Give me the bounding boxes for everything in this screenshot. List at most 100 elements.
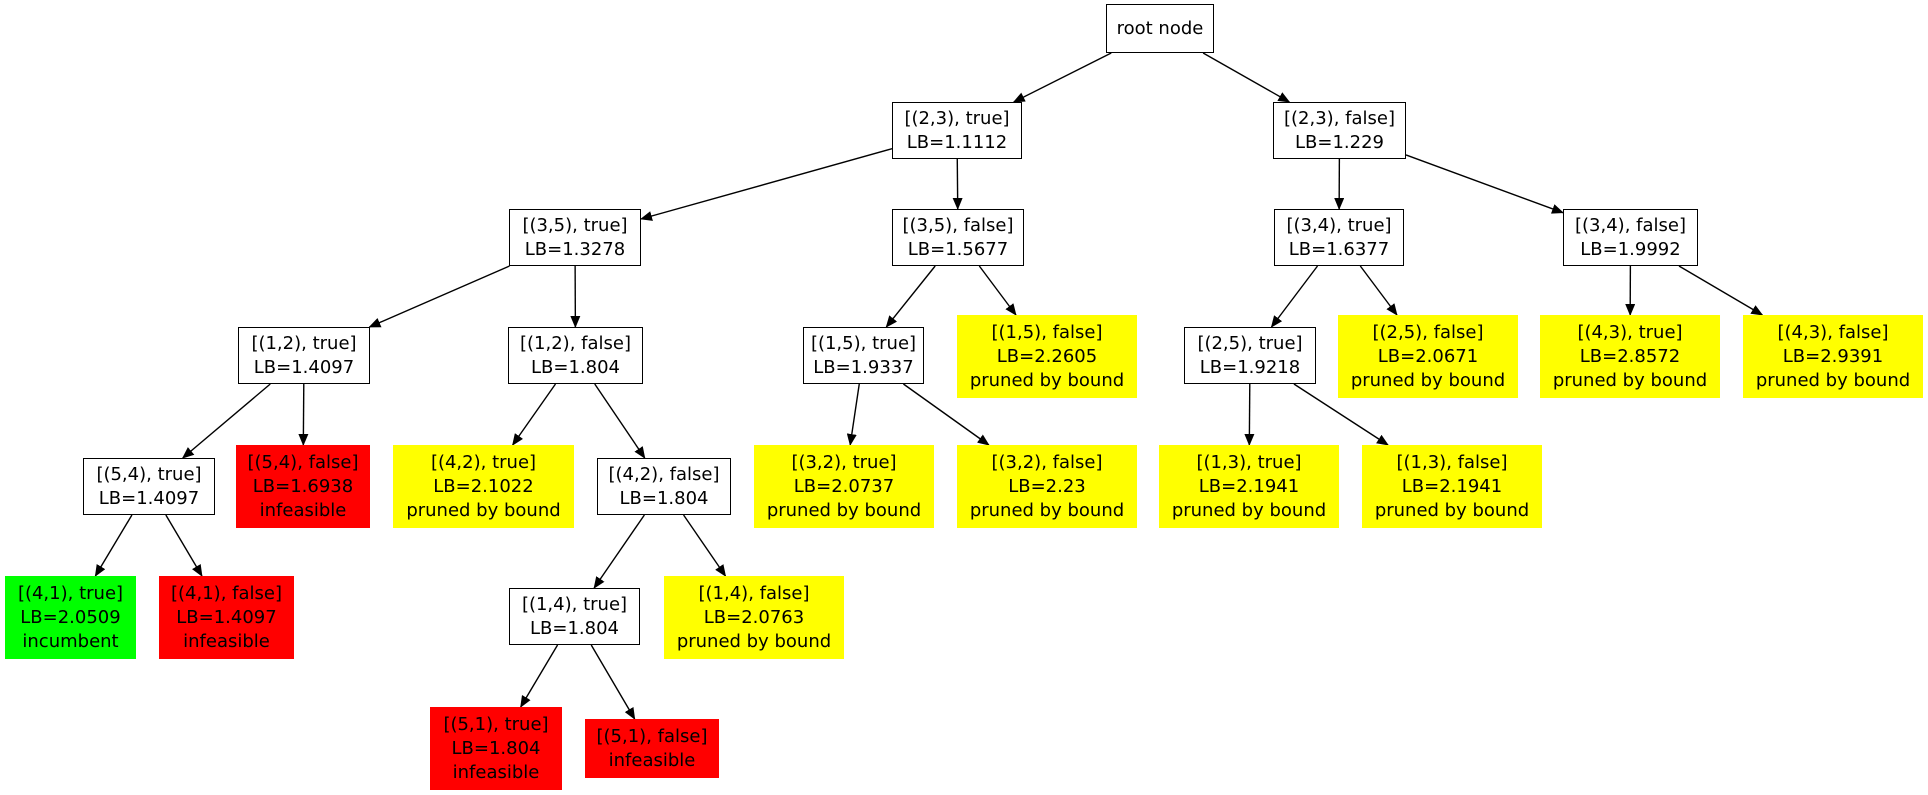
tree-edge-n15-n24 — [165, 514, 203, 577]
node-status: pruned by bound — [1552, 369, 1708, 391]
tree-edge-n7-n15 — [181, 383, 271, 459]
node-decision: [(3,2), false] — [991, 451, 1103, 473]
tree-edge-root-n2 — [1202, 52, 1291, 103]
node-bound: LB=1.1112 — [906, 131, 1008, 153]
tree-node: [(1,3), true] LB=2.1941 pruned by bound — [1159, 445, 1339, 528]
tree-node: [(1,4), false] LB=2.0763 pruned by bound — [664, 576, 844, 659]
node-decision: [(5,4), false] — [247, 451, 359, 473]
node-bound: LB=2.2605 — [996, 345, 1098, 367]
node-bound: LB=2.0509 — [20, 606, 121, 628]
node-decision: [(1,4), false] — [698, 582, 810, 604]
tree-edge-n11-n22 — [1293, 383, 1389, 446]
node-bound: LB=2.0671 — [1377, 345, 1479, 367]
tree-node: [(4,2), true] LB=2.1022 pruned by bound — [393, 445, 574, 528]
node-bound: LB=1.804 — [619, 487, 709, 509]
tree-edge-n8-n18 — [594, 383, 646, 459]
tree-edge-n5-n11 — [1270, 265, 1319, 328]
tree-edge-n5-n12 — [1359, 265, 1398, 316]
node-bound: LB=1.6938 — [252, 475, 354, 497]
node-label: root node — [1116, 17, 1204, 39]
tree-edge-n6-n14 — [1678, 265, 1764, 316]
node-bound: LB=2.1941 — [1198, 475, 1300, 497]
tree-node: [(5,1), false] infeasible — [585, 719, 719, 778]
node-decision: [(2,3), true] — [904, 107, 1010, 129]
node-status: pruned by bound — [1171, 499, 1327, 521]
node-decision: [(3,4), true] — [1286, 214, 1392, 236]
tree-edge-n2-n6 — [1405, 154, 1564, 214]
node-decision: [(1,3), true] — [1196, 451, 1302, 473]
node-decision: [(1,2), true] — [251, 332, 357, 354]
node-decision: [(3,5), false] — [902, 214, 1014, 236]
tree-node: [(4,3), false] LB=2.9391 pruned by bound — [1743, 315, 1923, 398]
node-decision: [(2,5), false] — [1372, 321, 1484, 343]
tree-node: [(2,5), true] LB=1.9218 — [1184, 327, 1316, 384]
tree-node: [(1,5), true] LB=1.9337 — [803, 327, 924, 384]
tree-edge-n9-n20 — [903, 383, 990, 446]
tree-node: [(2,5), false] LB=2.0671 pruned by bound — [1338, 315, 1518, 398]
node-bound: LB=1.9992 — [1580, 238, 1681, 260]
tree-node: [(3,2), false] LB=2.23 pruned by bound — [957, 445, 1137, 528]
node-decision: [(1,4), true] — [521, 593, 628, 615]
node-bound: LB=1.4097 — [253, 356, 355, 378]
tree-edge-n4-n9 — [885, 265, 936, 328]
node-decision: [(1,3), false] — [1396, 451, 1508, 473]
node-bound: LB=1.9337 — [813, 356, 914, 378]
node-bound: LB=2.9391 — [1782, 345, 1884, 367]
node-status: infeasible — [452, 761, 540, 783]
tree-edge-n4-n10 — [978, 265, 1017, 316]
node-decision: [(1,5), true] — [810, 332, 917, 354]
node-status: pruned by bound — [1350, 369, 1506, 391]
tree-node: [(3,4), false] LB=1.9992 — [1563, 209, 1698, 266]
node-bound: LB=1.3278 — [524, 238, 626, 260]
node-decision: [(5,1), false] — [596, 725, 708, 747]
tree-edge-n15-n23 — [94, 514, 133, 577]
node-bound: LB=2.23 — [1008, 475, 1086, 497]
node-bound: LB=1.804 — [531, 356, 620, 378]
node-status: pruned by bound — [676, 630, 832, 652]
node-decision: [(2,3), false] — [1284, 107, 1395, 129]
tree-edge-n25-n27 — [520, 644, 559, 708]
node-bound: LB=2.0737 — [793, 475, 895, 497]
tree-node: [(1,4), true] LB=1.804 — [509, 588, 640, 645]
tree-node: [(4,3), true] LB=2.8572 pruned by bound — [1540, 315, 1720, 398]
node-bound: LB=1.229 — [1295, 131, 1384, 153]
tree-node: [(4,1), true] LB=2.0509 incumbent — [5, 576, 136, 659]
node-decision: [(4,3), true] — [1577, 321, 1683, 343]
tree-edge-n1-n3 — [640, 148, 893, 221]
tree-node: [(4,2), false] LB=1.804 — [597, 458, 731, 515]
tree-node: [(1,2), false] LB=1.804 — [508, 327, 643, 384]
node-decision: [(5,1), true] — [443, 713, 549, 735]
tree-edge-n25-n28 — [590, 644, 636, 720]
tree-node: [(2,3), false] LB=1.229 — [1273, 102, 1406, 159]
node-decision: [(1,2), false] — [520, 332, 631, 354]
node-decision: [(4,2), true] — [430, 451, 537, 473]
tree-node: [(1,3), false] LB=2.1941 pruned by bound — [1362, 445, 1542, 528]
node-status: pruned by bound — [969, 369, 1125, 391]
tree-node: [(5,4), true] LB=1.4097 — [83, 458, 215, 515]
node-bound: LB=1.4097 — [176, 606, 277, 628]
node-decision: [(4,1), true] — [17, 582, 124, 604]
node-bound: LB=2.1941 — [1401, 475, 1503, 497]
tree-edge-n8-n17 — [512, 383, 557, 446]
node-status: incumbent — [22, 630, 119, 652]
node-status: infeasible — [183, 630, 270, 652]
tree-node: [(5,4), false] LB=1.6938 infeasible — [236, 445, 370, 528]
node-bound: LB=1.804 — [530, 617, 619, 639]
node-bound: LB=1.4097 — [98, 487, 200, 509]
tree-node: [(2,3), true] LB=1.1112 — [892, 102, 1022, 159]
node-status: pruned by bound — [766, 499, 922, 521]
tree-node-root: root node — [1106, 4, 1214, 53]
node-decision: [(1,5), false] — [991, 321, 1103, 343]
node-status: pruned by bound — [1374, 499, 1530, 521]
node-bound: LB=1.804 — [451, 737, 541, 759]
node-decision: [(4,3), false] — [1777, 321, 1889, 343]
tree-node: [(4,1), false] LB=1.4097 infeasible — [159, 576, 294, 659]
node-bound: LB=1.6377 — [1288, 238, 1390, 260]
tree-edge-root-n1 — [1012, 52, 1112, 103]
node-decision: [(3,4), false] — [1575, 214, 1686, 236]
node-decision: [(2,5), true] — [1197, 332, 1303, 354]
tree-node: [(3,4), true] LB=1.6377 — [1274, 209, 1404, 266]
tree-edge-n18-n25 — [593, 514, 645, 589]
